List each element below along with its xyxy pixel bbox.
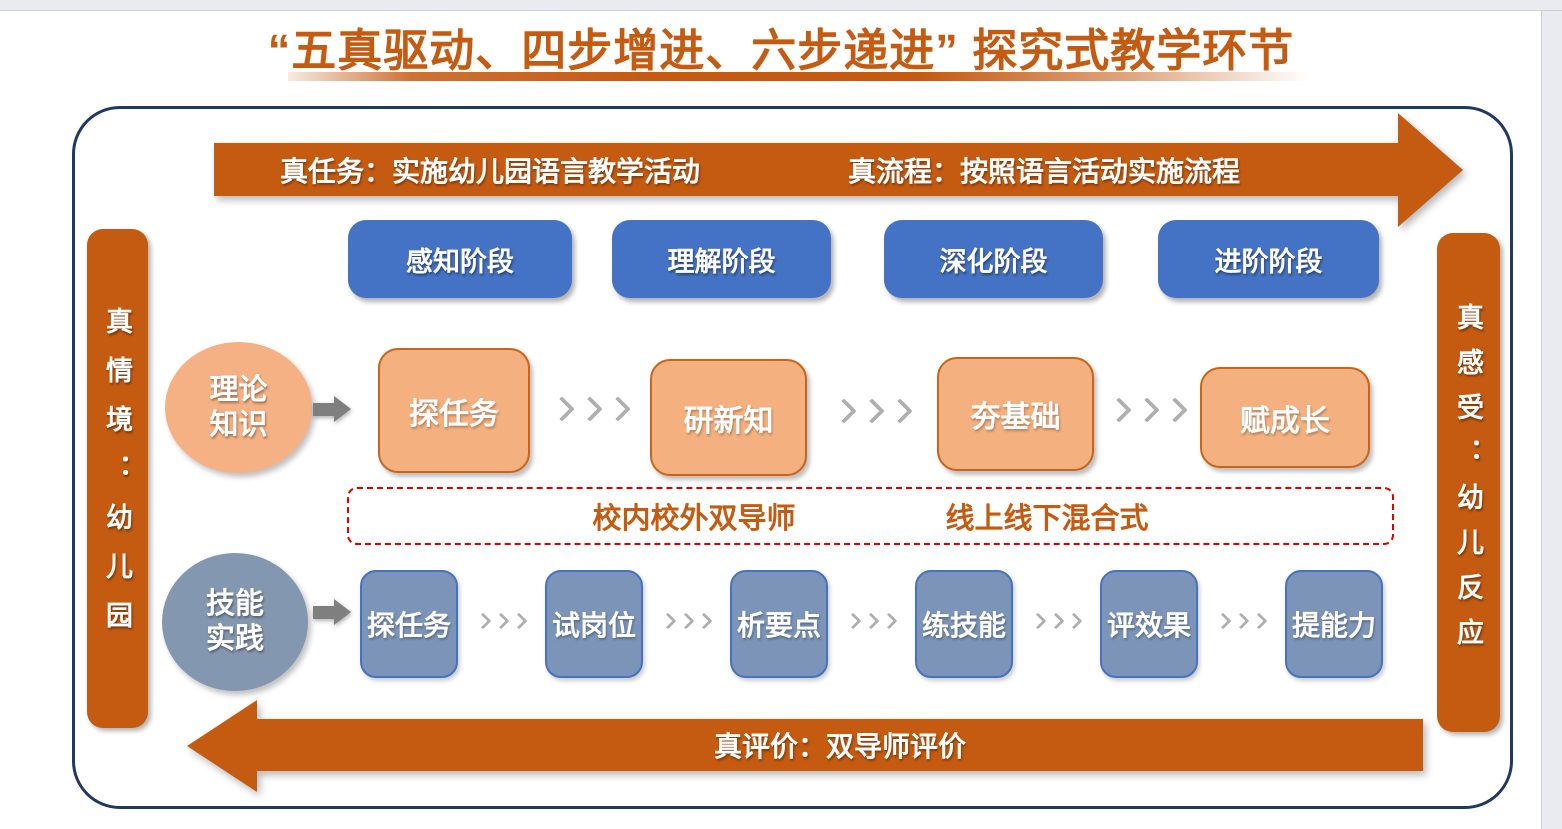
chevron-right-icon [1029,612,1047,630]
skill-circle-line1: 技能 [205,588,264,621]
top-flow-arrow: 真任务：实施幼儿园语言教学活动 真流程：按照语言活动实施流程 [214,113,1463,227]
skill-step-box-6: 提能力 [1285,570,1383,678]
theory-step-label: 赋成长 [1240,404,1330,438]
triple-chevron-right-icon [844,612,898,630]
bottom-flow-arrow: 真评价：双导师评价 [187,700,1423,792]
skill-step-box-3: 析要点 [730,570,828,678]
stage-box-perception: 感知阶段 [348,220,572,298]
flow-arrow-right-icon [313,599,351,625]
triple-chevron-right-icon [1029,612,1083,630]
triple-chevron-right-icon [659,612,713,630]
theory-circle-line1: 理论 [209,373,268,406]
chevron-right-icon [677,612,695,630]
chevron-right-icon [474,612,492,630]
theory-knowledge-circle: 理论 知识 [165,342,312,473]
window-top-strip [0,0,1562,11]
chevron-right-icon [880,612,898,630]
chevron-right-icon [1065,612,1083,630]
flow-arrow-right-icon [313,396,351,422]
arrow-head-left-icon [187,700,257,792]
chevron-right-icon [1162,397,1188,423]
chevron-right-icon [492,612,510,630]
arrow-tip [334,599,351,625]
skill-step-label: 试岗位 [551,610,636,641]
chevron-right-icon [510,612,528,630]
chevron-right-icon [862,612,880,630]
chevron-right-icon [887,398,913,424]
bottom-flow-arrow-body: 真评价：双导师评价 [257,719,1423,771]
skill-step-label: 评效果 [1106,610,1191,641]
skill-step-box-1: 探任务 [360,570,458,678]
bottom-arrow-label: 真评价：双导师评价 [713,731,966,762]
stage-box-advanced: 进阶阶段 [1158,220,1379,298]
arrow-shaft [313,402,334,416]
stage-box-deepening: 深化阶段 [884,220,1103,298]
mentor-mode-box: 校内校外双导师 线上线下混合式 [347,487,1394,545]
theory-step-box-2: 研新知 [650,359,807,476]
chevron-right-icon [1214,612,1232,630]
chevron-right-icon [1134,397,1160,423]
theory-step-label: 探任务 [409,397,499,431]
left-context-bar: 真情境：幼儿园 [87,229,148,728]
stage-label: 理解阶段 [667,246,776,277]
page-title: “五真驱动、四步增进、六步递进” 探究式教学环节 [267,25,1295,76]
left-context-bar-label: 真情境：幼儿园 [102,307,132,650]
triple-chevron-right-icon [474,612,528,630]
triple-chevron-right-icon [1106,397,1188,423]
chevron-right-icon [844,612,862,630]
top-arrow-task-label: 真任务：实施幼儿园语言教学活动 [280,155,701,187]
chevron-right-icon [831,398,857,424]
skill-step-label: 探任务 [366,610,451,641]
skill-step-box-2: 试岗位 [545,570,643,678]
chevron-right-icon [605,396,631,422]
chevron-right-icon [1232,612,1250,630]
triple-chevron-right-icon [549,396,631,422]
right-feedback-bar: 真感受：幼儿反应 [1437,233,1500,732]
skill-step-label: 析要点 [736,610,821,641]
stage-label: 感知阶段 [406,246,514,277]
arrow-shaft [313,605,334,619]
theory-circle-line2: 知识 [209,408,268,441]
theory-step-box-4: 赋成长 [1200,367,1370,468]
chevron-right-icon [659,612,677,630]
theory-step-box-3: 夯基础 [937,357,1094,471]
chevron-right-icon [1106,397,1132,423]
triple-chevron-right-icon [831,398,913,424]
right-feedback-bar-label: 真感受：幼儿反应 [1453,302,1483,663]
chevron-right-icon [1047,612,1065,630]
arrow-tip [334,396,351,422]
skill-practice-circle: 技能 实践 [162,553,308,691]
top-arrow-process-label: 真流程：按照语言活动实施流程 [848,155,1241,187]
chevron-right-icon [549,396,575,422]
mentor-box-right-label: 线上线下混合式 [945,503,1149,535]
skill-step-box-4: 练技能 [915,570,1013,678]
skill-step-label: 提能力 [1291,610,1376,641]
top-flow-arrow-body: 真任务：实施幼儿园语言教学活动 真流程：按照语言活动实施流程 [214,143,1398,196]
title-underline-accent [288,72,1310,81]
skill-step-box-5: 评效果 [1100,570,1198,678]
theory-step-box-1: 探任务 [378,348,530,473]
stage-label: 深化阶段 [939,246,1048,277]
arrow-head-right-icon [1398,113,1463,227]
theory-step-label: 研新知 [683,404,774,438]
triple-chevron-right-icon [1214,612,1268,630]
stage-label: 进阶阶段 [1214,246,1323,277]
theory-step-label: 夯基础 [970,401,1061,434]
skill-step-label: 练技能 [921,610,1006,641]
stage-box-understanding: 理解阶段 [612,220,831,298]
chevron-right-icon [859,398,885,424]
chevron-right-icon [1250,612,1268,630]
chevron-right-icon [695,612,713,630]
window-right-strip [1541,0,1562,829]
mentor-box-left-label: 校内校外双导师 [592,503,796,535]
skill-circle-line2: 实践 [205,623,264,655]
chevron-right-icon [577,396,603,422]
